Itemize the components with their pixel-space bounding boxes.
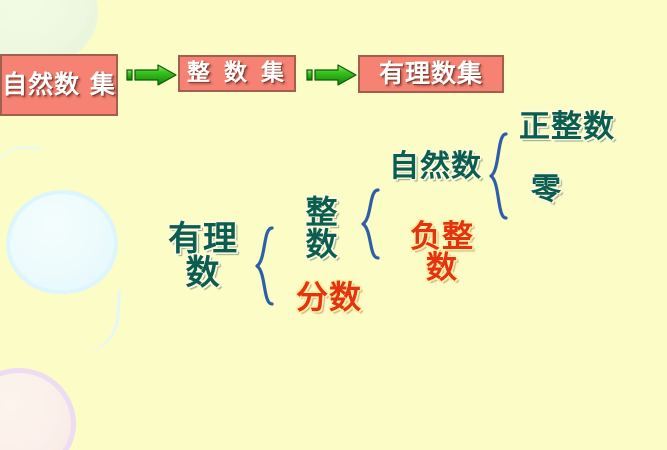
arrow-right-icon-2 bbox=[306, 64, 357, 86]
balloon-green-string-decoration bbox=[0, 146, 42, 189]
brace-rational bbox=[255, 226, 274, 306]
balloon-blue-string-decoration bbox=[51, 285, 122, 357]
set-box-integer-set: 整 数 集 bbox=[178, 55, 296, 92]
tree-node-fraction: 分数 bbox=[296, 278, 363, 316]
set-box-natural-number-set: 自然数 集 bbox=[0, 54, 118, 116]
balloon-purple-decoration bbox=[0, 368, 76, 450]
tree-node-positive-integer: 正整数 bbox=[519, 109, 615, 145]
balloon-blue-decoration bbox=[6, 190, 118, 294]
tree-node-natural-number: 自然数 bbox=[389, 149, 482, 184]
brace-integer bbox=[361, 188, 380, 260]
brace-natural bbox=[489, 132, 508, 220]
tree-node-negative-integer: 负整 数 bbox=[410, 219, 474, 286]
tree-node-integer: 整 数 bbox=[305, 193, 339, 263]
balloon-green-arc-decoration bbox=[0, 0, 86, 56]
set-box-rational-number-set: 有理数集 bbox=[358, 55, 504, 93]
tree-node-zero: 零 bbox=[531, 172, 562, 207]
tree-node-rational-number: 有理 数 bbox=[168, 219, 238, 293]
arrow-right-icon-1 bbox=[126, 64, 177, 86]
balloon-blue-knot-decoration bbox=[58, 280, 76, 293]
